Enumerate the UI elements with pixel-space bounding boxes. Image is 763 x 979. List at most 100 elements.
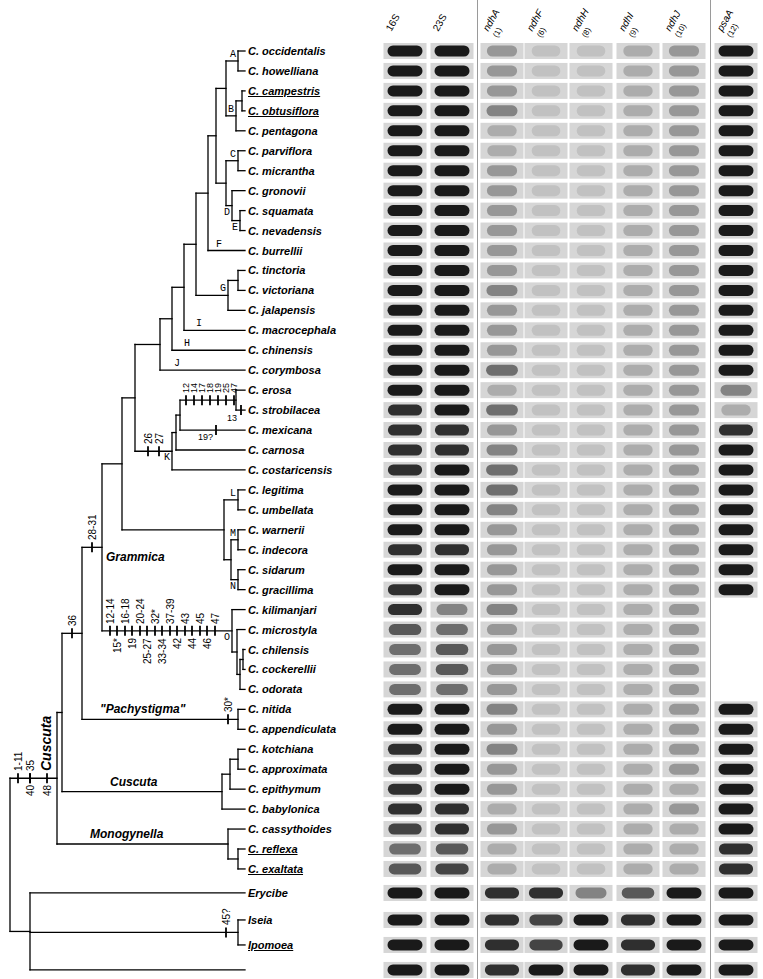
blot-lane [617,203,660,219]
blot-lane [384,622,427,638]
taxon-name: C. obtusiflora [248,104,319,118]
tree-branch [207,136,208,251]
clade-letter: F [216,240,222,250]
blot-lane [570,223,613,239]
tree-branch [238,50,245,51]
blot-band [487,863,516,874]
character-number: 19 [127,638,138,649]
blot-band [669,425,699,436]
blot-lane [431,542,474,558]
blot-band [577,624,606,635]
blot-band [435,939,470,950]
blot-lane [715,912,758,928]
blot-lane [481,861,524,877]
blot-band [388,185,423,196]
blot-band [532,664,561,675]
gene-name: 16S [383,12,401,33]
blot-band [719,887,754,898]
tree-branch [56,712,57,844]
taxon-name: C. tinctoria [248,263,305,277]
character-number: 33-34 [157,638,168,664]
blot-lane [384,962,427,978]
blot-lane [570,382,613,398]
tree-branch [227,829,228,859]
blot-band [719,484,754,495]
blot-band [669,145,699,156]
taxon-name: C. costaricensis [248,463,332,477]
blot-lane [431,43,474,59]
lane-divider [477,0,478,979]
blot-band [623,664,652,675]
blot-lane [384,402,427,418]
blot-lane [431,282,474,298]
blot-band [487,325,517,336]
tree-branch [237,270,238,290]
blot-lane [384,203,427,219]
blot-band [487,524,517,535]
blot-lane [384,582,427,598]
blot-lane [617,602,660,618]
tree-branch [30,892,245,893]
blot-band [719,345,754,356]
tree-branch [172,350,245,351]
blot-lane [715,721,758,737]
blot-band [623,85,652,96]
blot-lane [431,642,474,658]
blot-lane [481,622,524,638]
blot-band [669,464,699,475]
blot-band [532,345,561,356]
blot-band [435,145,470,156]
blot-lane [617,143,660,159]
blot-lane [384,422,427,438]
clade-letter: K [164,453,170,463]
blot-band [487,145,516,156]
blot-band [388,65,423,76]
tree-branch [226,115,236,116]
character-number: 42 [172,638,183,649]
blot-band [669,305,699,316]
blot-band [435,784,470,795]
blot-lane [715,801,758,817]
blot-lane [617,861,660,877]
blot-lane [384,542,427,558]
character-number: 47 [230,383,239,393]
blot-band [388,504,423,515]
blot-band [719,863,753,874]
character-tick [184,626,186,636]
blot-lane [570,442,613,458]
blot-band [487,285,518,296]
blot-band [669,584,699,595]
character-number: 26 [143,433,154,444]
blot-lane [617,937,660,953]
blot-lane [570,322,613,338]
blot-lane [715,243,758,259]
character-number: 47 [210,613,221,624]
tree-branch [238,549,245,550]
blot-lane [715,322,758,338]
clade-name: Cuscuta [110,775,157,789]
taxon-name: C. sidarum [248,563,305,577]
blot-lane [525,183,568,199]
blot-lane [525,402,568,418]
blot-band [623,844,652,855]
blot-band [388,484,423,495]
blot-band [487,744,518,755]
blot-band [623,684,652,695]
blot-band [623,784,652,795]
blot-band [577,644,606,655]
blot-lane [663,422,706,438]
blot-lane [570,262,613,278]
blot-band [532,305,561,316]
tree-branch [232,651,237,652]
blot-lane [570,861,613,877]
blot-lane [570,103,613,119]
tree-branch [196,295,228,296]
clade-name: Grammica [106,550,165,564]
blot-lane [431,582,474,598]
blot-band [577,285,606,296]
blot-lane [431,885,474,901]
blot-lane [525,502,568,518]
blot-lane [570,721,613,737]
gene-number: (6) [535,26,548,39]
blot-band [487,664,517,675]
